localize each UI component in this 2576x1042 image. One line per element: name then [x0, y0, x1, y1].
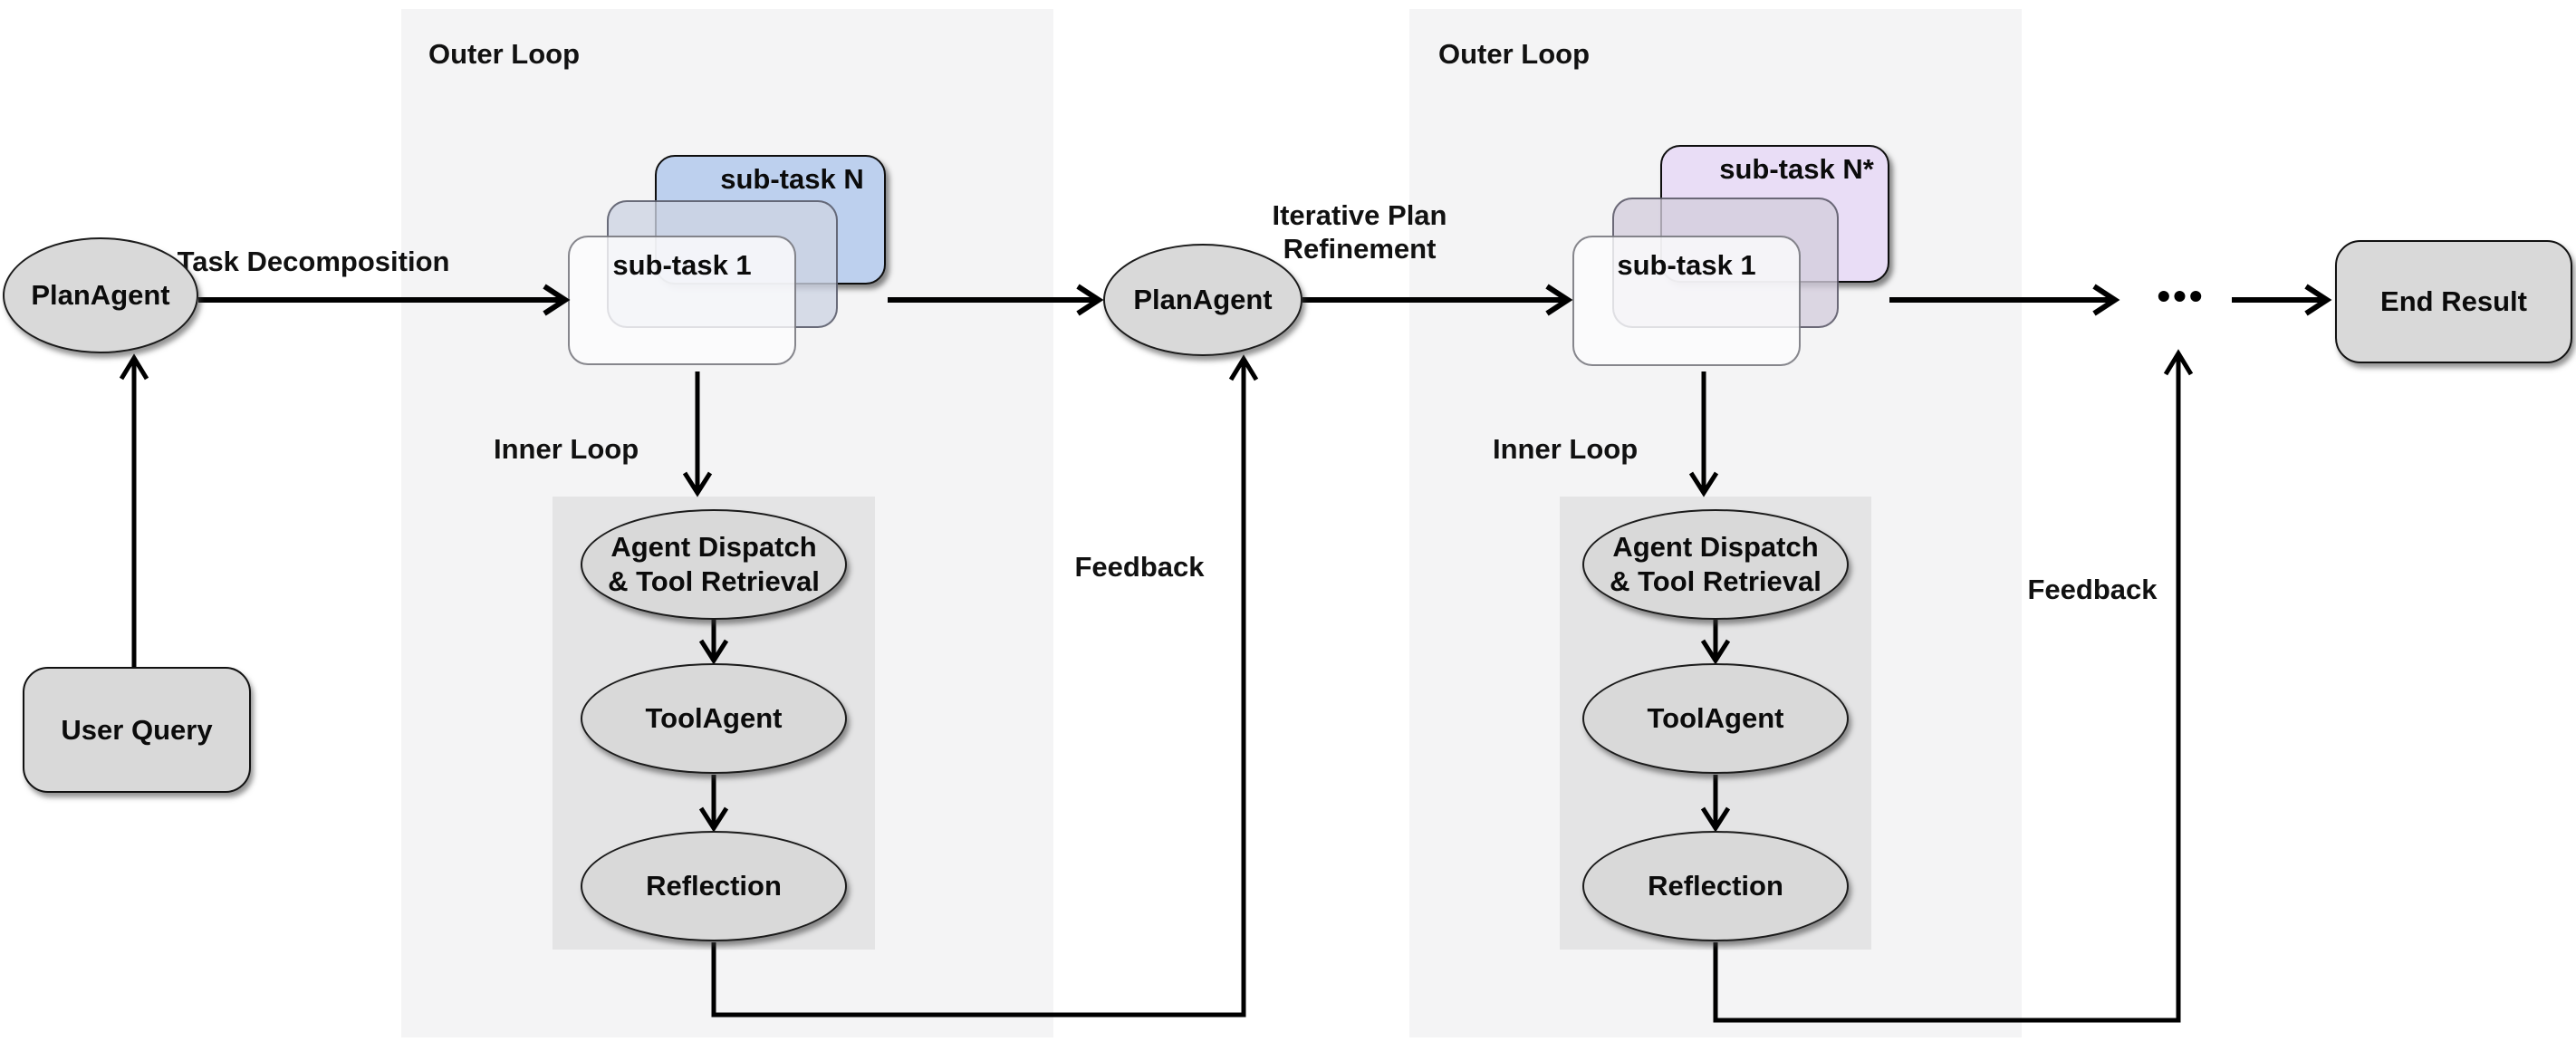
task-decomposition-label: Task Decomposition — [177, 246, 450, 277]
user-query-node: User Query — [23, 667, 251, 793]
tool-agent-label-2: ToolAgent — [1647, 702, 1784, 734]
reflection-node-1: Reflection — [581, 831, 847, 941]
subtask-back-label-2: sub-task N* — [1719, 153, 1874, 185]
subtask-back-label-1: sub-task N — [720, 163, 864, 195]
plan-agent-node-1: PlanAgent — [3, 237, 198, 353]
plan-agent-label-1: PlanAgent — [31, 279, 170, 311]
agent-dispatch-label-2: Agent Dispatch & Tool Retrieval — [1610, 531, 1821, 597]
tool-agent-node-2: ToolAgent — [1582, 663, 1849, 774]
inner-loop-title-2: Inner Loop — [1493, 433, 1639, 465]
tool-agent-label-1: ToolAgent — [645, 702, 783, 734]
subtask-card-front-1: sub-task 1 — [568, 236, 796, 365]
reflection-node-2: Reflection — [1582, 831, 1849, 941]
reflection-label-2: Reflection — [1648, 870, 1783, 902]
agent-dispatch-label-1: Agent Dispatch & Tool Retrieval — [608, 531, 820, 597]
subtask-front-label-1: sub-task 1 — [612, 249, 752, 281]
user-query-label: User Query — [61, 713, 213, 746]
agent-dispatch-node-1: Agent Dispatch & Tool Retrieval — [581, 509, 847, 620]
inner-loop-title-1: Inner Loop — [494, 433, 639, 465]
end-result-label: End Result — [2380, 285, 2527, 317]
agent-dispatch-node-2: Agent Dispatch & Tool Retrieval — [1582, 509, 1849, 620]
subtask-front-label-2: sub-task 1 — [1617, 249, 1756, 281]
iterative-plan-refinement-label: Iterative Plan Refinement — [1272, 199, 1447, 265]
subtask-card-front-2: sub-task 1 — [1572, 236, 1801, 366]
feedback-label-1: Feedback — [1074, 551, 1205, 583]
plan-agent-node-2: PlanAgent — [1103, 244, 1302, 356]
ellipsis-dots: ••• — [2157, 275, 2206, 317]
feedback-label-2: Feedback — [2027, 574, 2158, 605]
outer-loop-title-2: Outer Loop — [1438, 38, 1591, 70]
outer-loop-title-1: Outer Loop — [428, 38, 581, 70]
plan-agent-label-2: PlanAgent — [1133, 284, 1273, 315]
end-result-node: End Result — [2335, 240, 2572, 363]
tool-agent-node-1: ToolAgent — [581, 663, 847, 774]
reflection-label-1: Reflection — [646, 870, 782, 902]
